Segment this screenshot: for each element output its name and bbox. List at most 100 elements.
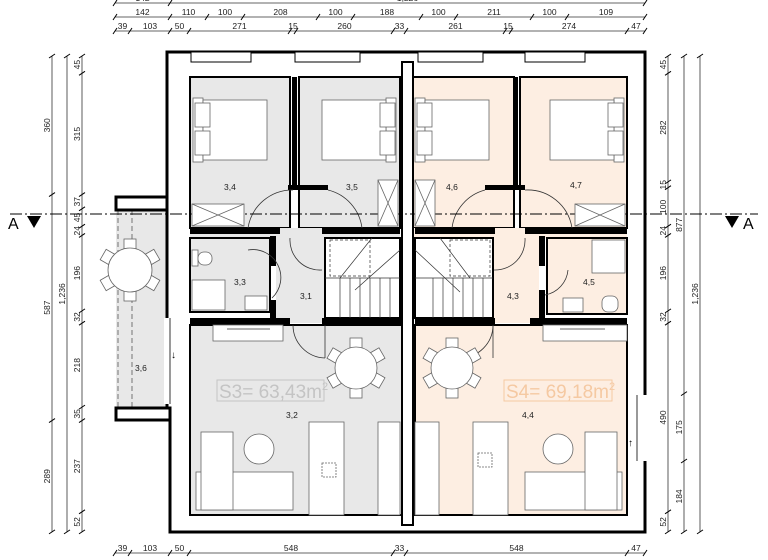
chair xyxy=(123,238,137,250)
dimension-tick xyxy=(664,179,672,185)
room-label-4-5: 4,5 xyxy=(583,277,595,287)
dimension-tick xyxy=(293,27,299,35)
dimension-tick xyxy=(529,13,535,21)
bed-4-7 xyxy=(549,97,625,163)
dimension-tick xyxy=(642,27,648,35)
dimension-tick xyxy=(642,13,648,21)
stair-winder xyxy=(414,237,493,293)
dimension-label: 260 xyxy=(337,21,351,31)
balcony-3-6 xyxy=(114,195,172,422)
tv-unit-3-2 xyxy=(212,324,284,342)
dimension-label: 33 xyxy=(395,21,405,31)
dimension-label: 15 xyxy=(658,180,668,190)
dimension-label: 39 xyxy=(118,543,128,553)
bed-3-5 xyxy=(321,97,397,163)
dimension-tick xyxy=(127,549,133,557)
dimension-tick xyxy=(112,549,118,557)
dimension-tick xyxy=(508,27,514,35)
room-label-3-5: 3,5 xyxy=(346,182,358,192)
dimension-tick xyxy=(204,13,210,21)
dimension-chain-left_col2: 1,236 xyxy=(57,53,71,535)
dimension-tick xyxy=(63,529,71,535)
dimension-tick xyxy=(63,53,71,59)
chair xyxy=(123,290,137,302)
dimension-tick xyxy=(167,27,173,35)
dimension-label: 103 xyxy=(143,21,157,31)
dimension-tick xyxy=(403,27,409,35)
stair-winder xyxy=(325,237,401,291)
dimension-tick xyxy=(186,27,192,35)
dimension-label: 47 xyxy=(631,21,641,31)
dimension-tick xyxy=(48,192,56,198)
dimension-tick xyxy=(78,192,86,198)
stair-upper-outline xyxy=(329,239,371,277)
dimension-tick xyxy=(390,549,396,557)
dimension-tick xyxy=(642,0,648,7)
dimension-tick xyxy=(78,404,86,410)
dimension-label: 52 xyxy=(72,517,82,527)
room-label-4-7: 4,7 xyxy=(570,180,582,190)
dimension-label: 103 xyxy=(143,543,157,553)
dimension-tick xyxy=(664,53,672,59)
dimension-label: 271 xyxy=(232,21,246,31)
dimension-tick xyxy=(78,223,86,229)
dimension-label: 32 xyxy=(72,312,82,322)
dimension-tick xyxy=(390,27,396,35)
room-label-3-2: 3,2 xyxy=(286,410,298,420)
dimension-tick xyxy=(664,70,672,76)
dimension-tick xyxy=(680,458,688,464)
dimension-tick xyxy=(664,308,672,314)
dimension-label: 315 xyxy=(72,127,82,141)
dimension-label: 175 xyxy=(674,420,684,434)
dimension-tick xyxy=(696,529,704,535)
room-label-4-3: 4,3 xyxy=(507,291,519,301)
dimension-tick xyxy=(664,529,672,535)
chair xyxy=(445,337,459,349)
dimension-tick xyxy=(78,529,86,535)
dimension-label: 142 xyxy=(135,7,149,17)
section-arrow-right-icon xyxy=(725,216,739,228)
sofa-3-2 xyxy=(195,431,294,511)
dimension-label: 490 xyxy=(658,410,668,424)
dimension-tick xyxy=(167,549,173,557)
bathroom-3-3-fixtures xyxy=(191,249,268,311)
dimension-label: 1,236 xyxy=(690,283,700,305)
dimension-label: 47 xyxy=(631,543,641,553)
room-label-3-3: 3,3 xyxy=(234,277,246,287)
dimension-label: 218 xyxy=(72,358,82,372)
dimension-label: 45 xyxy=(72,60,82,70)
dimension-label: 188 xyxy=(380,7,394,17)
area-label-s4: S4= 69,18m2 xyxy=(503,379,615,403)
dimension-tick xyxy=(664,232,672,238)
dimension-tick xyxy=(642,549,648,557)
dimension-tick xyxy=(680,391,688,397)
dimension-tick xyxy=(664,223,672,229)
dimension-tick xyxy=(287,27,293,35)
dimension-tick xyxy=(315,13,321,21)
dimension-label: 237 xyxy=(72,459,82,473)
area-label-s3: S3= 63,43m2 xyxy=(216,379,328,403)
room-4-3-corridor xyxy=(413,228,627,238)
dimension-tick xyxy=(112,27,118,35)
dimension-label: 196 xyxy=(658,266,668,280)
dimension-label: 15 xyxy=(503,21,513,31)
dimension-tick xyxy=(418,13,424,21)
bed-3-4 xyxy=(192,97,268,163)
section-arrow-left-icon xyxy=(27,216,41,228)
dimension-chains: 1421,22614211010020810018810021110010939… xyxy=(42,0,704,557)
chair xyxy=(349,387,363,399)
dimension-label: 33 xyxy=(395,543,405,553)
dimension-label: 261 xyxy=(448,21,462,31)
tv-unit-4-4 xyxy=(542,324,628,342)
section-marker-left: A xyxy=(8,216,19,233)
room-3-1-corridor xyxy=(190,228,400,238)
chair xyxy=(349,337,363,349)
dimension-tick xyxy=(78,53,86,59)
dimension-label: 208 xyxy=(273,7,287,17)
dimension-tick xyxy=(664,320,672,326)
dimension-label: 24 xyxy=(658,226,668,236)
svg-text:S3= 63,43m2: S3= 63,43m2 xyxy=(219,381,328,403)
